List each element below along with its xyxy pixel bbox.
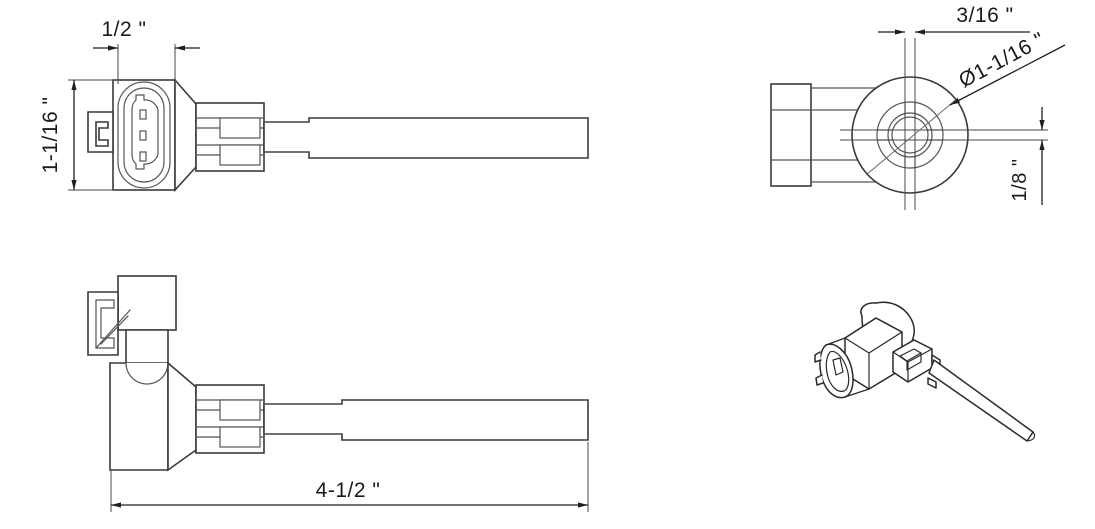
angled-latch-bracket xyxy=(87,291,131,356)
cable-barrel xyxy=(195,102,265,172)
end-view-body-lines xyxy=(810,87,881,183)
circular-flange xyxy=(851,76,969,194)
angled-strain-relief xyxy=(167,361,197,472)
pin-slots xyxy=(139,109,147,162)
centre-lines xyxy=(840,38,1020,210)
angled-cable-barrel xyxy=(195,384,265,454)
dimension-label-length: 4-1/2 " xyxy=(316,479,381,502)
dimension-length-group: 4-1/2 " xyxy=(110,442,589,512)
iso-lower-boss xyxy=(892,339,933,383)
top-right-view xyxy=(770,38,1020,210)
angled-body-block xyxy=(109,362,169,471)
angled-lead-tube xyxy=(263,399,589,441)
angled-connector-head xyxy=(117,275,177,331)
dimension-width-group: 1/2 " xyxy=(93,18,200,84)
dimension-height-group: 1-1/16 " xyxy=(39,79,115,191)
dimension-diameter-group: Ø1-1/16 " xyxy=(949,28,1066,106)
end-view-boss xyxy=(770,83,812,187)
iso-connector-face xyxy=(814,337,870,399)
section-cut-line xyxy=(865,97,959,176)
dimension-label-slot-width: 3/16 " xyxy=(956,4,1013,27)
dimension-label-height: 1-1/16 " xyxy=(39,97,62,174)
lead-tube xyxy=(263,117,589,159)
dimension-slot-width-group: 3/16 " xyxy=(878,4,1030,35)
bottom-right-view xyxy=(814,301,1036,442)
bottom-left-view xyxy=(87,275,589,472)
latch-clip xyxy=(87,111,114,153)
strain-relief-taper xyxy=(174,77,197,193)
iso-lead-wire xyxy=(928,359,1036,442)
dimension-label-width: 1/2 " xyxy=(102,18,147,41)
top-left-view xyxy=(87,77,589,193)
connector-oval-face xyxy=(117,81,171,189)
dimension-label-thickness: 1/8 " xyxy=(1009,159,1031,202)
dimension-thickness-group: 1/8 " xyxy=(1009,107,1048,205)
